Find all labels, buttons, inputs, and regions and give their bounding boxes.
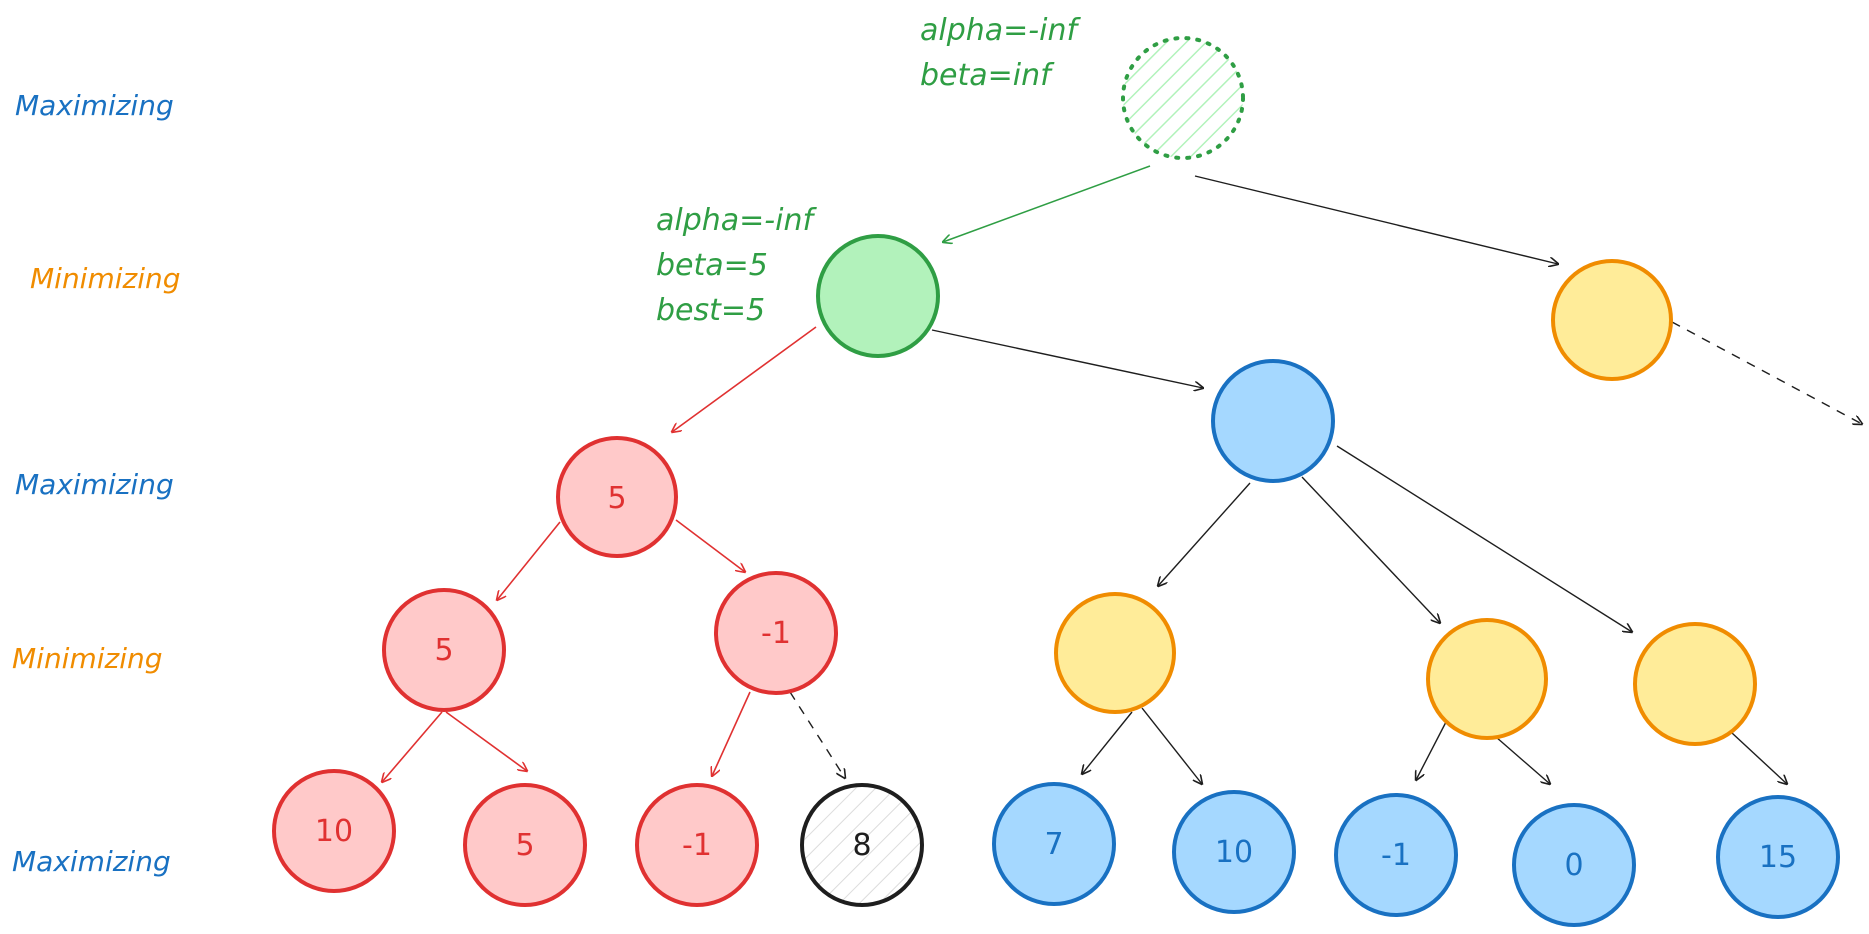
edge-root-to-right-min (1194, 175, 1558, 264)
min-node-left (816, 234, 940, 358)
left-min-annotation: alpha=-inf beta=5 best=5 (656, 198, 813, 333)
leaf-node-5: 7 (992, 782, 1116, 906)
edge-min-a-to-leaf-1 (382, 711, 443, 782)
leaf-node-6-value: 10 (1215, 835, 1253, 870)
min-node-red-a: 5 (382, 588, 506, 712)
edge-min-b-to-leaf-4-pruned (789, 691, 845, 778)
edge-yellow-2-to-leaf-8 (1495, 736, 1550, 784)
root-beta: beta=inf (920, 58, 1051, 93)
edge-right-min-pruned (1671, 321, 1862, 424)
leaf-node-9-value: 15 (1759, 840, 1797, 875)
nodes: 5 5 -1 10 5 (272, 36, 1840, 927)
edge-blue-max-to-yellow-2 (1301, 476, 1440, 623)
min-node-red-b: -1 (714, 571, 838, 695)
leaf-node-6: 10 (1172, 790, 1296, 914)
max-node-blue (1211, 359, 1335, 483)
edge-yellow-2-to-leaf-7 (1416, 721, 1447, 780)
edges (382, 165, 1862, 784)
edge-min-b-to-leaf-3 (712, 691, 751, 776)
left-min-best: best=5 (656, 293, 766, 328)
min-node-yellow-2 (1426, 618, 1548, 740)
edge-blue-max-to-yellow-1 (1158, 482, 1251, 586)
level-label-3: Minimizing (12, 642, 163, 675)
level-label-0: Maximizing (15, 89, 174, 122)
level-label-2: Maximizing (15, 468, 174, 501)
min-node-red-b-value: -1 (761, 616, 791, 651)
leaf-node-3: -1 (635, 783, 759, 907)
leaf-node-2-value: 5 (515, 828, 534, 863)
leaf-node-8: 0 (1512, 803, 1636, 927)
min-node-red-a-value: 5 (434, 633, 453, 668)
leaf-node-8-value: 0 (1564, 848, 1583, 883)
left-min-beta: beta=5 (656, 248, 768, 283)
edge-left-min-to-blue-max (931, 329, 1203, 388)
leaf-node-5-value: 7 (1044, 827, 1063, 862)
edge-yellow-1-to-leaf-5 (1082, 711, 1133, 774)
leaf-node-3-value: -1 (682, 828, 712, 863)
edge-left-min-to-red-max (672, 326, 817, 432)
min-node-yellow-3 (1633, 622, 1757, 746)
leaf-node-1-value: 10 (315, 814, 353, 849)
edge-yellow-3-to-leaf-9 (1731, 732, 1787, 784)
level-label-4: Maximizing (12, 845, 171, 878)
root-node (1121, 36, 1245, 160)
edge-red-max-to-min-a (497, 521, 561, 600)
left-min-alpha: alpha=-inf (656, 203, 814, 238)
leaf-node-7-value: -1 (1381, 838, 1411, 873)
edge-yellow-1-to-leaf-6 (1141, 707, 1202, 784)
min-node-right (1551, 259, 1673, 381)
edge-min-a-to-leaf-2 (445, 711, 527, 771)
leaf-node-1: 10 (272, 769, 396, 893)
leaf-node-4-pruned: 8 (800, 783, 924, 907)
edge-root-to-left-min (943, 165, 1151, 242)
min-node-yellow-1 (1054, 592, 1176, 714)
max-node-red-value: 5 (607, 481, 626, 516)
edge-blue-max-to-yellow-3 (1336, 445, 1632, 632)
edge-red-max-to-min-b (675, 519, 745, 572)
leaf-node-4-value: 8 (852, 828, 871, 863)
leaf-node-9: 15 (1716, 795, 1840, 919)
leaf-node-7: -1 (1334, 793, 1458, 917)
leaf-node-2: 5 (463, 783, 587, 907)
level-label-1: Minimizing (30, 262, 181, 295)
root-alpha: alpha=-inf (920, 13, 1078, 48)
root-annotation: alpha=-inf beta=inf (920, 8, 1077, 98)
max-node-red: 5 (556, 436, 678, 558)
